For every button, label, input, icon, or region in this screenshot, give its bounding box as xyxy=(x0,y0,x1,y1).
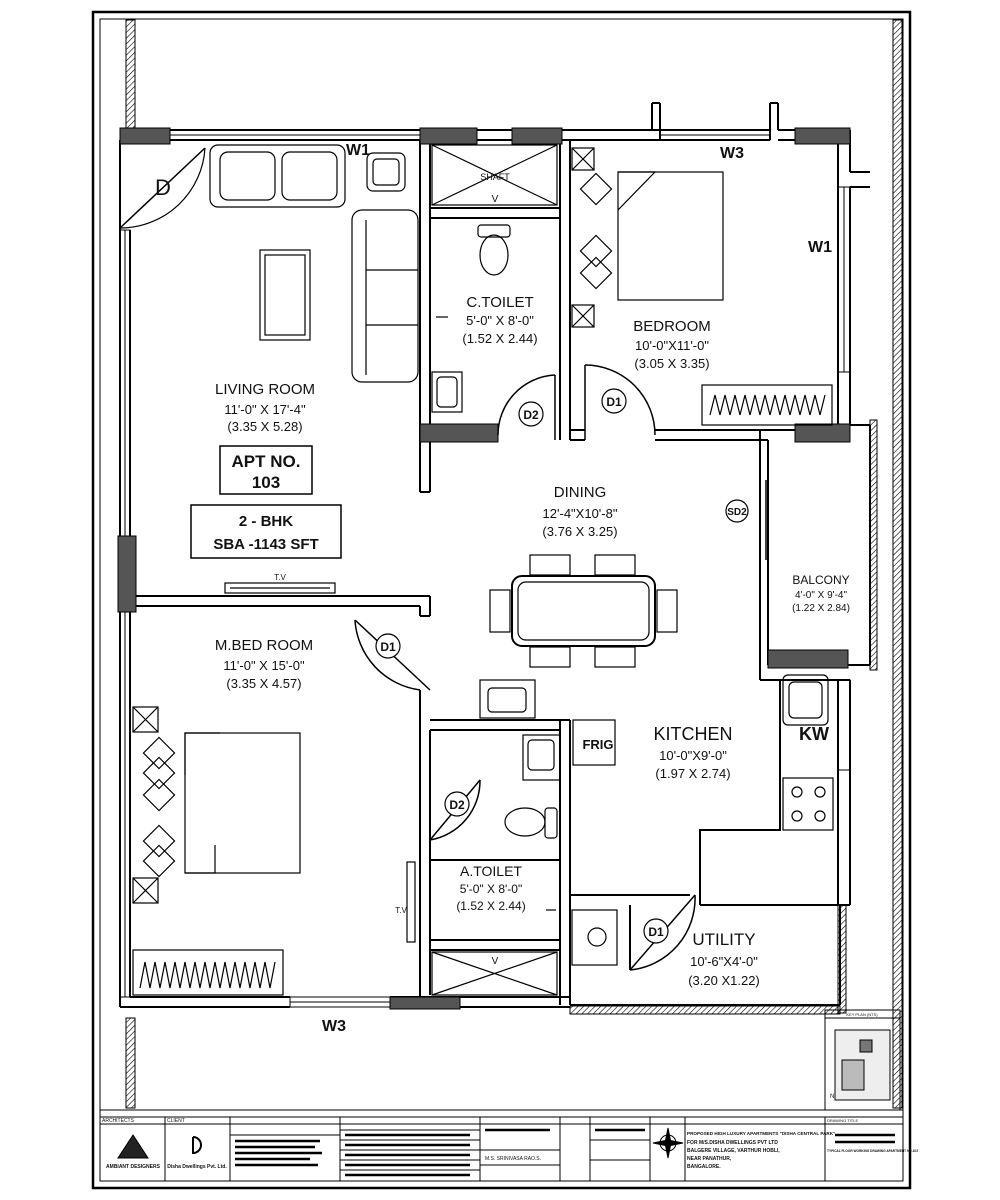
parapet-hatch xyxy=(125,19,903,1109)
window-tag-w3-top: W3 xyxy=(720,145,744,162)
drawing-title-label: DRAWING TITLE xyxy=(827,1118,858,1123)
door-tag-sd2: SD2 xyxy=(727,507,747,518)
utility-name: UTILITY xyxy=(692,930,755,949)
vent-label-atoilet: V xyxy=(492,956,499,967)
ctoilet-name: C.TOILET xyxy=(466,294,533,311)
apartment-no-value: 103 xyxy=(252,473,280,492)
balcony-name: BALCONY xyxy=(792,573,849,587)
drawing-title: TYPICAL FLOOR WORKING DRAWING APARTMENT … xyxy=(827,1149,918,1153)
key-plan xyxy=(824,1009,901,1111)
bedroom-dim-m: (3.05 X 3.35) xyxy=(634,356,709,371)
atoilet-dim-ft: 5'-0" X 8'-0" xyxy=(460,882,522,896)
windows xyxy=(119,129,851,1008)
door-tag-d2-atoilet: D2 xyxy=(449,798,465,812)
atoilet-name: A.TOILET xyxy=(460,863,522,879)
project-location2: NEAR PANATHUR, xyxy=(687,1156,732,1162)
key-plan-label: KEY PLAN (NTS) xyxy=(846,1012,878,1017)
architects-label: ARCHITECTS xyxy=(102,1118,135,1124)
kitchen-dim-ft: 10'-0"X9'-0" xyxy=(659,748,727,763)
info-boxes xyxy=(190,445,342,559)
window-tag-w3-bottom: W3 xyxy=(322,1018,346,1035)
project-city: BANGALORE. xyxy=(687,1164,721,1170)
dining-dim-ft: 12'-4"X10'-8" xyxy=(543,506,618,521)
client-label: CLIENT xyxy=(167,1118,185,1124)
title-block xyxy=(99,1116,904,1182)
project-title: PROPOSED HIGH LUXURY APARTMENTS "DISHA C… xyxy=(687,1131,835,1136)
ctoilet-dim-ft: 5'-0" X 8'-0" xyxy=(466,313,534,328)
balcony-dim-ft: 4'-0" X 9'-4" xyxy=(795,590,848,601)
apartment-sba: SBA -1143 SFT xyxy=(213,536,318,553)
drawn-by: M.S. SRINIVASA RAO.S. xyxy=(485,1156,541,1162)
bedroom-name: BEDROOM xyxy=(633,318,711,335)
kitchen-dim-m: (1.97 X 2.74) xyxy=(655,766,730,781)
living-room-dim-m: (3.35 X 5.28) xyxy=(227,419,302,434)
mbed-dim-m: (3.35 X 4.57) xyxy=(226,676,301,691)
kitchen-window-tag: KW xyxy=(799,724,829,744)
ctoilet-dim-m: (1.52 X 2.44) xyxy=(462,331,537,346)
utility-dim-ft: 10'-6"X4'-0" xyxy=(690,954,758,969)
shaft-label: SHAFT xyxy=(480,172,510,182)
mbed-dim-ft: 11'-0" X 15'-0" xyxy=(223,658,305,673)
apartment-no-label: APT NO. xyxy=(232,452,301,471)
architect-logo: AMBIANT DESIGNERS xyxy=(106,1164,161,1170)
door-tag-d2-ctoilet: D2 xyxy=(523,408,539,422)
window-tag-w1-right: W1 xyxy=(808,239,832,256)
door-tags xyxy=(375,388,749,944)
columns xyxy=(117,127,851,1010)
furniture xyxy=(132,144,834,996)
balcony-dim-m: (1.22 X 2.84) xyxy=(792,603,850,614)
title-block-text: ARCHITECTS CLIENT AMBIANT DESIGNERS Dish… xyxy=(102,1012,918,1170)
tv-label-living: T.V xyxy=(274,573,286,582)
vent-label-ctoilet: V xyxy=(492,194,499,205)
fridge-label: FRIG xyxy=(582,737,613,752)
door-tag-d1-mbed: D1 xyxy=(380,640,396,654)
dining-name: DINING xyxy=(554,484,607,501)
room-labels: LIVING ROOM 11'-0" X 17'-4" (3.35 X 5.28… xyxy=(213,294,850,988)
utility-dim-m: (3.20 X1.22) xyxy=(688,973,760,988)
project-for: FOR M/S.DISHA DWELLINGS PVT LTD xyxy=(687,1140,778,1146)
apartment-type: 2 - BHK xyxy=(239,513,293,530)
dining-dim-m: (3.76 X 3.25) xyxy=(542,524,617,539)
atoilet-dim-m: (1.52 X 2.44) xyxy=(456,899,525,913)
fixture-tags: W1 W3 W1 W3 D D2 D1 SD2 D1 D2 D1 KW FRIG… xyxy=(155,142,832,1035)
kitchen-name: KITCHEN xyxy=(653,724,732,744)
window-tag-w1-top: W1 xyxy=(346,142,370,159)
living-room-name: LIVING ROOM xyxy=(215,381,315,398)
north-label: N xyxy=(830,1094,834,1100)
door-tag-d1-utility: D1 xyxy=(648,925,664,939)
door-tag-d1-bedroom: D1 xyxy=(606,395,622,409)
client-name: Disha Dwellings Pvt. Ltd. xyxy=(167,1164,227,1170)
living-room-dim-ft: 11'-0" X 17'-4" xyxy=(224,402,306,417)
bedroom-dim-ft: 10'-0"X11'-0" xyxy=(635,338,709,353)
tv-label-mbed: T.V xyxy=(395,906,407,915)
mbed-name: M.BED ROOM xyxy=(215,637,313,654)
project-location: BALGERE VILLAGE, VARTHUR HOBLI, xyxy=(687,1148,780,1154)
door-tag-main: D xyxy=(155,175,171,200)
doors xyxy=(119,147,767,971)
